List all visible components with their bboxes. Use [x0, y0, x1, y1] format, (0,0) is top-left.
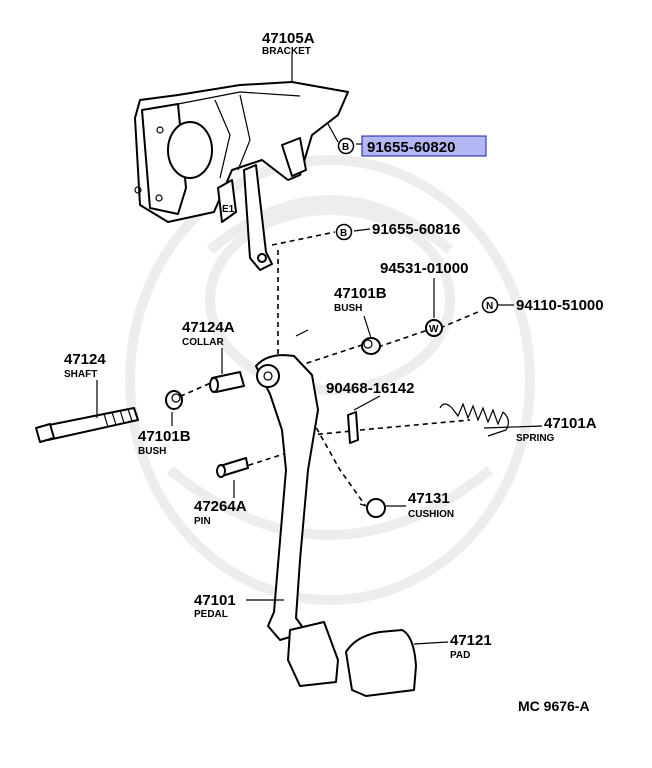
bolt-symbol-circle	[337, 137, 355, 155]
nut-symbol: N	[486, 301, 493, 312]
part-labels: 47105A BRACKET B 91655-60820 B 91655-608…	[64, 30, 604, 714]
highlight-box	[361, 135, 487, 157]
label-cushion-number: 47131	[408, 490, 450, 507]
label-bush-top-number: 47101B	[334, 285, 387, 302]
cushion-drawing	[359, 498, 386, 518]
label-pad-number: 47121	[450, 632, 492, 649]
diagram-code: MC 9676-A	[518, 698, 590, 714]
spring-drawing	[439, 402, 509, 437]
svg-text:W: W	[429, 324, 439, 335]
label-nut-number: 94110-51000	[516, 297, 604, 314]
bolt-symbol: B	[342, 142, 349, 153]
label-spring-name: SPRING	[516, 433, 555, 444]
pin-drawing	[216, 457, 249, 478]
pedal-drawing	[255, 354, 339, 687]
label-shaft-name: SHAFT	[64, 369, 97, 380]
bush-top-drawing	[361, 337, 381, 355]
label-pin-number: 47264A	[194, 498, 247, 515]
bracket-drawing: E1	[134, 81, 349, 271]
assembly-lines	[171, 231, 479, 506]
label-spring-number: 47101A	[544, 415, 597, 432]
washer-drawing: W	[425, 319, 443, 337]
watermark	[125, 155, 535, 605]
label-bracket-name: BRACKET	[262, 46, 311, 57]
bush-left-drawing	[165, 390, 183, 410]
label-shaft-number: 47124	[64, 351, 106, 368]
label-bush-left-name: BUSH	[138, 446, 166, 457]
bracket-mark: E1	[222, 204, 235, 215]
label-bush-left-number: 47101B	[138, 428, 191, 445]
label-washer-number: 94531-01000	[380, 260, 468, 277]
label-bush-top-name: BUSH	[334, 303, 362, 314]
label-cushion-name: CUSHION	[408, 509, 454, 520]
label-pad-name: PAD	[450, 650, 470, 661]
clip-drawing	[347, 411, 359, 444]
collar-drawing	[209, 371, 245, 393]
bolt2-symbol: B	[340, 228, 347, 239]
label-collar-name: COLLAR	[182, 337, 224, 348]
label-highlighted-part-number[interactable]: 91655-60820	[367, 139, 455, 156]
label-bracket-number: 47105A	[262, 30, 315, 47]
nut-symbol-circle	[481, 296, 499, 314]
pad-drawing	[345, 629, 417, 697]
bolt2-symbol-circle	[335, 223, 353, 241]
leader-lines	[96, 54, 543, 645]
label-collar-number: 47124A	[182, 319, 235, 336]
label-clip-number: 90468-16142	[326, 380, 414, 397]
label-pedal-name: PEDAL	[194, 609, 228, 620]
label-bolt2-number: 91655-60816	[372, 221, 460, 238]
label-pedal-number: 47101	[194, 592, 236, 609]
label-pin-name: PIN	[194, 516, 211, 527]
shaft-drawing	[35, 407, 139, 443]
